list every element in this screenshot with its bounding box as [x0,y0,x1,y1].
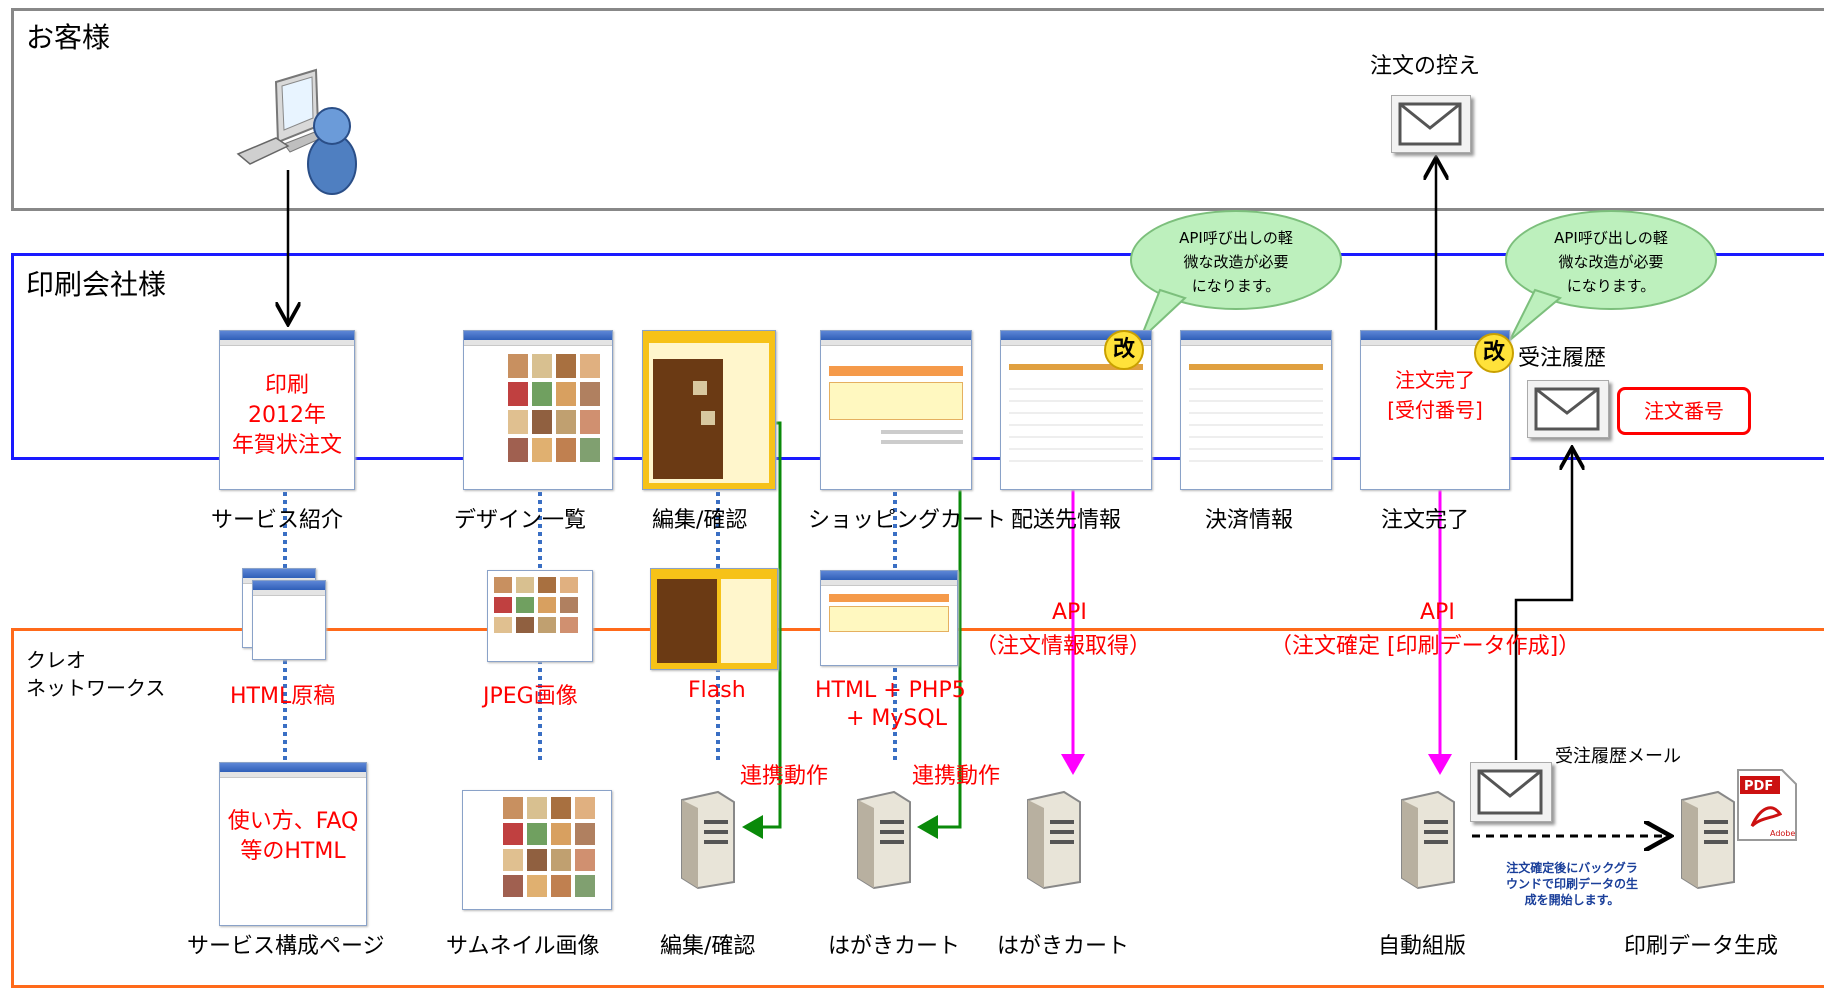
keyboard-icon [236,137,290,165]
api-1-description: （注文情報取得） [975,634,1152,659]
design-list-page [463,330,613,490]
modification-badge-2: 改 [1474,333,1514,373]
thumbnail-images [462,790,612,910]
payment-info-label: 決済情報 [1205,508,1294,533]
customer-lane [11,8,1824,211]
flash-thumbnail [650,568,778,670]
print-data-server-icon [1672,790,1742,890]
html-source-document-icon-back [252,580,326,660]
service-pages-label: サービス構成ページ [187,934,385,959]
html-php-label-line1: HTML + PHP5 [815,678,966,703]
postcard-cart-server-icon-1 [848,790,918,890]
modification-badge-1: 改 [1104,330,1144,370]
user-icon [307,107,357,195]
shopping-cart-label: ショッピングカート [808,508,1007,533]
edit-confirm-label: 編集/確認 [652,508,748,533]
order-number-box: 注文番号 [1617,387,1751,435]
edit-server-label: 編集/確認 [660,934,756,959]
service-intro-label: サービス紹介 [211,508,344,533]
order-complete-label: 注文完了 [1381,508,1470,533]
pdf-icon: PDF Adobe [1736,768,1798,842]
edit-server-icon [672,790,742,890]
api-note-bubble-2: API呼び出しの軽 微な改造が必要 になります。 [1505,210,1717,310]
link-operation-label-2: 連携動作 [912,764,1001,789]
monitor-icon [274,68,327,153]
bubble-tails [1139,288,1563,341]
auto-typeset-server-icon [1392,790,1462,890]
jpeg-image-label: JPEG画像 [483,684,578,709]
order-history-envelope-icon [1527,380,1609,438]
background-note: 注文確定後にバックグラ ウンドで印刷データの生 成を開始します。 [1505,861,1638,907]
link-operation-label-1: 連携動作 [740,764,829,789]
svg-text:PDF: PDF [1744,779,1773,794]
api-2-title: API [1420,600,1455,625]
postcard-cart-server-icon-2 [1018,790,1088,890]
html-source-label: HTML原稿 [230,684,336,709]
api-1-title: API [1052,600,1087,625]
html-php-label-line2: + MySQL [846,706,947,731]
design-list-label: デザイン一覧 [454,508,587,533]
api-2-description: （注文確定 [印刷データ作成]） [1270,634,1581,659]
postcard-cart-label-2: はがきカート [997,934,1130,959]
html-php-thumbnail [820,570,958,666]
payment-info-page [1180,330,1332,490]
customer-lane-title: お客様 [26,21,111,54]
svg-text:Adobe: Adobe [1770,829,1795,838]
edit-confirm-page [642,330,776,490]
postcard-cart-label-1: はがきカート [828,934,961,959]
thumbnail-images-label: サムネイル画像 [446,934,600,959]
printing-company-lane-title: 印刷会社様 [26,268,167,301]
service-intro-page: 印刷 2012年 年賀状注文 [219,330,355,490]
customer-computer-icon [236,62,376,202]
order-history-label: 受注履歴 [1518,346,1607,371]
delivery-info-label: 配送先情報 [1011,508,1122,533]
creo-lane-title-2: ネットワークス [26,676,166,700]
history-mail-label: 受注履歴メール [1555,746,1681,767]
auto-typeset-label: 自動組版 [1378,934,1467,959]
creo-lane-title-1: クレオ [26,648,86,672]
history-mail-envelope-icon [1470,762,1552,822]
order-copy-envelope-icon [1391,95,1471,153]
order-copy-label: 注文の控え [1370,54,1481,79]
shopping-cart-page [820,330,972,490]
jpeg-image-thumbnail [487,570,593,662]
delivery-info-page [1000,330,1152,490]
flash-label: Flash [688,678,746,703]
service-pages-thumbnail: 使い方、FAQ 等のHTML [219,762,367,926]
print-data-generation-label: 印刷データ生成 [1624,934,1779,959]
arrow-history-mail [1514,450,1572,760]
